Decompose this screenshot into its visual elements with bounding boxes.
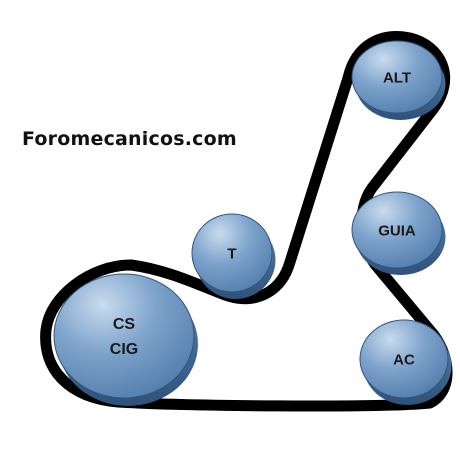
- pulley-cs-cig: CS CIG: [53, 273, 198, 406]
- pulley-guia: GUIA: [351, 191, 446, 275]
- pulley-label: T: [227, 245, 236, 262]
- pulley-label: CIG: [110, 341, 138, 358]
- pulley-label: GUIA: [378, 222, 416, 239]
- pulley-label: CS: [113, 316, 136, 333]
- pulley-t: T: [191, 213, 276, 299]
- pulley-face: [351, 40, 443, 114]
- pulley-alt: ALT: [351, 40, 446, 120]
- pulley-ac: AC: [359, 319, 452, 405]
- pulley-label: ALT: [383, 69, 411, 86]
- pulley-label: AC: [393, 351, 415, 368]
- pulley-face: [359, 319, 449, 399]
- pulley-group: ALT GUIA T CS CIG AC: [53, 40, 452, 406]
- pulley-face: [191, 213, 273, 293]
- pulley-face: [351, 191, 443, 269]
- site-watermark: Foromecanicos.com: [22, 128, 237, 150]
- pulley-face: [53, 273, 195, 399]
